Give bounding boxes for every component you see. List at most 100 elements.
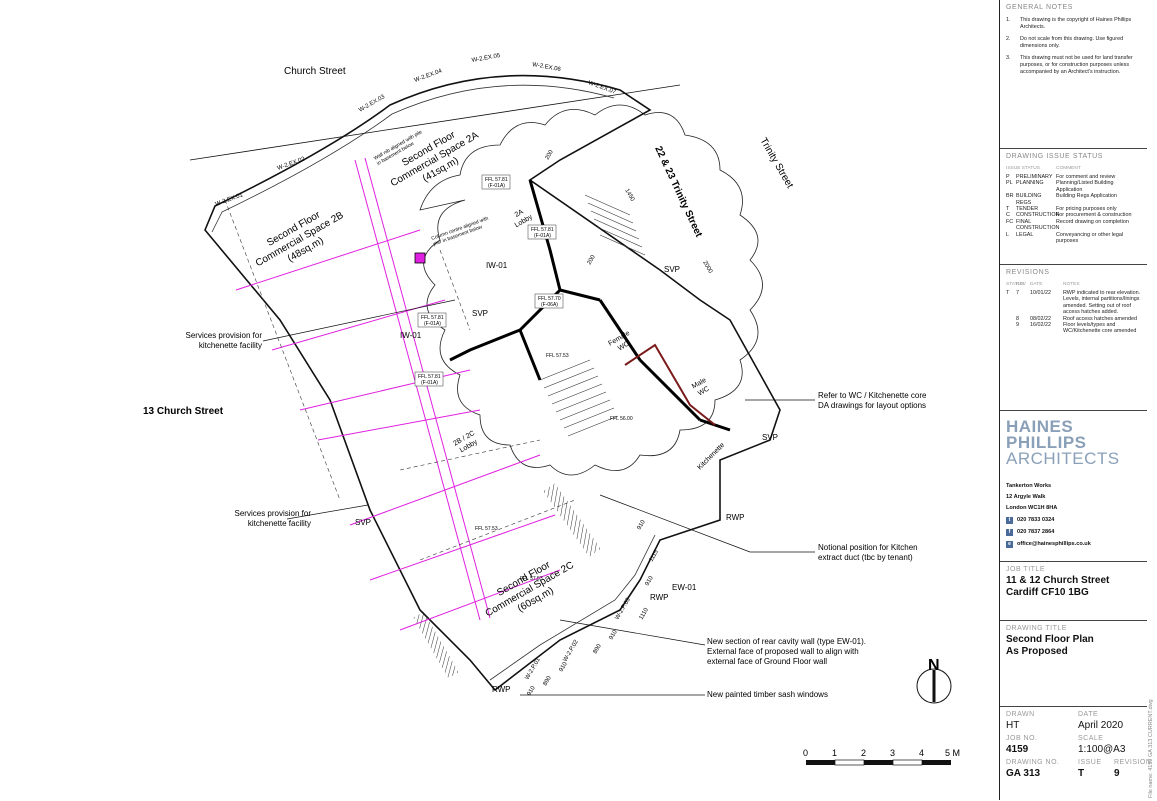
side-wall-hatch [413, 611, 459, 679]
svg-text:Notional position for Kitchen: Notional position for Kitchen [818, 543, 918, 552]
iw01-tag-2: IW-01 [400, 331, 422, 340]
street-13-church: 13 Church Street [143, 406, 224, 417]
svg-text:(F-01A): (F-01A) [488, 183, 505, 189]
note-item: 1.This drawing is the copyright of Haine… [1006, 17, 1132, 30]
rwp-tag-3: RWP [492, 685, 511, 694]
title-block: GENERAL NOTES 1.This drawing is the copy… [999, 0, 1151, 801]
svg-text:1115: 1115 [649, 549, 661, 563]
svg-text:Services provision for: Services provision for [186, 331, 263, 340]
svg-text:FFL 57.81: FFL 57.81 [418, 374, 441, 380]
general-notes-heading: GENERAL NOTES [1006, 4, 1074, 11]
svg-text:200: 200 [545, 149, 556, 161]
wc-partition [624, 343, 716, 426]
annotation-column: Column centre aligned with pier in basem… [431, 216, 490, 248]
drawing-number: GA 313 [1006, 768, 1041, 779]
issue-code: T [1078, 768, 1085, 779]
space-2c-label: Second Floor Commercial Space 2C (60sq.m… [484, 559, 576, 619]
svg-text:890: 890 [543, 675, 554, 687]
drawing-title-section: DRAWING TITLE Second Floor Plan As Propo… [1000, 620, 1147, 701]
revision-cloud [419, 104, 763, 476]
drawing-title-line: Second Floor Plan [1006, 634, 1094, 645]
window-tags-top: W-2.EX.01 W-2.EX.02 W-2.EX.03 W-2.EX.04 … [215, 53, 618, 208]
leader-lines [262, 299, 815, 696]
email-icon: e [1006, 540, 1013, 548]
svg-text:910: 910 [559, 661, 570, 673]
drawing-date: April 2020 [1078, 720, 1124, 731]
general-notes: GENERAL NOTES 1.This drawing is the copy… [1000, 0, 1147, 140]
scale-bar: 0 1 2 3 4 5 M [803, 748, 960, 766]
svg-text:910: 910 [609, 629, 620, 641]
street-trinity: Trinity Street [757, 136, 795, 190]
stair-lower [539, 359, 619, 437]
svp-tag-3: SVP [762, 433, 778, 442]
svg-text:1450: 1450 [623, 188, 635, 203]
svg-text:(F-01A): (F-01A) [424, 321, 441, 327]
annotation-new-section: New section of rear cavity wall (type EW… [707, 637, 866, 666]
floor-plan-drawing: Church Street 13 Church Street 22 & 23 T… [143, 53, 960, 766]
svg-text:3: 3 [890, 748, 895, 758]
annotation-services-2: Services provision for kitchenette facil… [235, 509, 312, 528]
building-inner [211, 84, 656, 681]
svg-text:kitchenette facility: kitchenette facility [248, 519, 311, 528]
svg-text:FFL 57.81: FFL 57.81 [485, 177, 508, 183]
svg-text:Refer to WC / Kitchenette core: Refer to WC / Kitchenette core [818, 391, 927, 400]
space-2b-label: Second Floor Commercial Space 2B (48sq.m… [254, 209, 346, 269]
svg-text:1: 1 [832, 748, 837, 758]
fax-icon: f [1006, 528, 1013, 536]
drawing-title-line: As Proposed [1006, 646, 1068, 657]
svg-text:5 M: 5 M [945, 748, 960, 758]
revision-number: 9 [1114, 768, 1120, 779]
svg-text:(F-06A): (F-06A) [541, 302, 558, 308]
note-item: 3.This drawing must not be used for land… [1006, 55, 1133, 75]
svg-text:W-2.EX.02: W-2.EX.02 [277, 156, 307, 172]
svg-text:910: 910 [637, 519, 648, 531]
practice-logo: HAINES PHILLIPS ARCHITECTS [1006, 417, 1120, 468]
column-marker [414, 252, 426, 264]
boundary-line [189, 84, 681, 161]
svp-tag-1: SVP [472, 309, 488, 318]
svg-text:910: 910 [645, 575, 656, 587]
annotation-services-1: Services provision for kitchenette facil… [186, 331, 263, 350]
svg-text:extract duct (tbc by tenant): extract duct (tbc by tenant) [818, 553, 913, 562]
svg-text:external face of Ground Floor: external face of Ground Floor wall [707, 657, 827, 666]
job-title-line: 11 & 12 Church Street [1006, 575, 1110, 586]
svg-text:FFL 57.70: FFL 57.70 [538, 296, 561, 302]
svg-text:910: 910 [527, 685, 538, 697]
rear-wall-hatch [543, 483, 601, 557]
rwp-tag-1: RWP [726, 513, 745, 522]
rwp-tag-2: RWP [650, 593, 669, 602]
svg-text:200: 200 [587, 254, 598, 266]
svg-text:W-2.EX.06: W-2.EX.06 [532, 62, 562, 73]
street-church: Church Street [284, 66, 346, 77]
annotation-windows: New painted timber sash windows [707, 690, 828, 699]
svg-text:4: 4 [919, 748, 924, 758]
male-wc-label: Male WC [691, 377, 711, 398]
revisions-heading: REVISIONS [1006, 269, 1050, 276]
dashed-lines [224, 199, 576, 561]
iw01-tag-1: IW-01 [486, 261, 508, 270]
annotation-refer: Refer to WC / Kitchenette core DA drawin… [818, 391, 927, 410]
ew01-tag: EW-01 [672, 583, 697, 592]
note-item: 2.Do not scale from this drawing. Use fi… [1006, 36, 1124, 49]
practice-details: HAINES PHILLIPS ARCHITECTS Tankerton Wor… [1000, 410, 1147, 556]
svg-text:W-2.EX.07: W-2.EX.07 [587, 80, 617, 96]
space-2a-label: Second Floor Commercial Space 2A (41sq.m… [389, 129, 481, 189]
svg-text:(F-01A): (F-01A) [534, 233, 551, 239]
svg-text:FFL 57.81: FFL 57.81 [531, 227, 554, 233]
building-outline [204, 74, 781, 692]
svg-text:W-2.P.02: W-2.P.02 [563, 639, 581, 663]
job-title-section: JOB TITLE 11 & 12 Church Street Cardiff … [1000, 561, 1147, 618]
svg-text:New section of rear cavity wal: New section of rear cavity wall (type EW… [707, 637, 866, 646]
svg-text:WC: WC [697, 386, 711, 398]
practice-address: Tankerton Works 12 Argyle Walk London WC… [1006, 483, 1058, 511]
job-title-line: Cardiff CF10 1BG [1006, 587, 1089, 598]
svg-text:2A: 2A [514, 208, 525, 219]
svg-text:External face of proposed wall: External face of proposed wall to align … [707, 647, 859, 656]
